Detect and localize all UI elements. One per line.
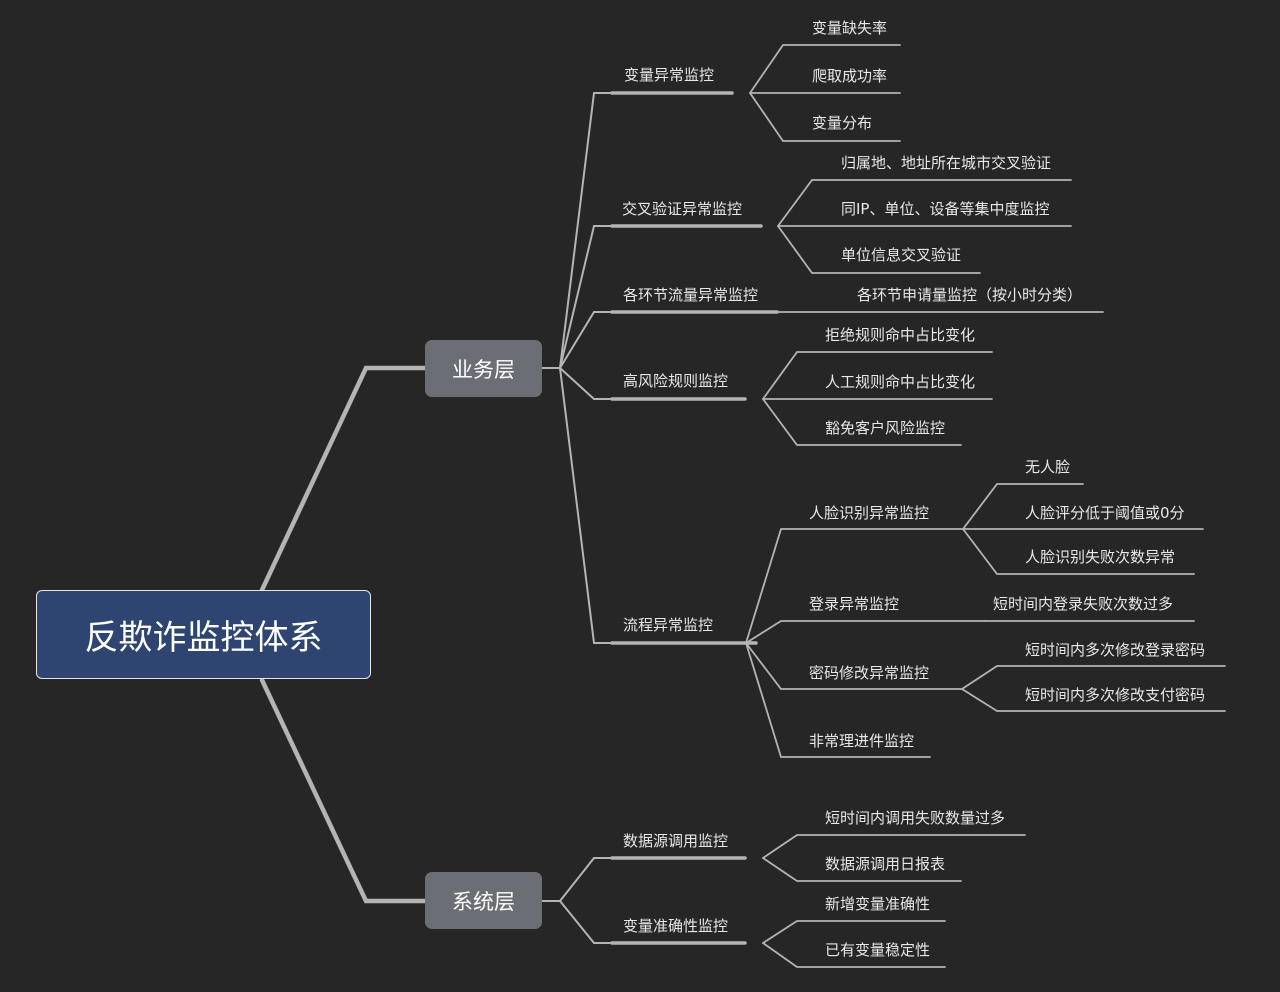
branch-connector	[762, 857, 962, 882]
layer-connector	[559, 367, 613, 644]
subgroup-node[interactable]: 人脸识别异常监控	[809, 504, 930, 522]
group-node[interactable]: 变量异常监控	[624, 66, 715, 84]
root-connector	[259, 677, 428, 904]
leaf-node[interactable]: 人脸评分低于阈值或0分	[1025, 504, 1185, 522]
branch-connector	[749, 44, 901, 94]
group-node[interactable]: 流程异常监控	[623, 616, 714, 634]
layer-connector	[559, 92, 613, 369]
layer-node-business[interactable]: 业务层	[425, 340, 542, 397]
layer-connector	[559, 367, 613, 400]
leaf-node[interactable]: 人脸识别失败次数异常	[1025, 548, 1176, 566]
leaf-node[interactable]: 短时间内多次修改登录密码	[1025, 641, 1206, 659]
leaf-node[interactable]: 人工规则命中占比变化	[825, 373, 976, 391]
group-node[interactable]: 高风险规则监控	[623, 372, 729, 390]
branch-connector	[961, 665, 1226, 690]
group-node[interactable]: 交叉验证异常监控	[622, 200, 743, 218]
leaf-node[interactable]: 无人脸	[1025, 458, 1071, 476]
leaf-node[interactable]: 拒绝规则命中占比变化	[825, 326, 976, 344]
leaf-node[interactable]: 变量分布	[812, 114, 873, 132]
leaf-node[interactable]: 各环节申请量监控（按小时分类）	[857, 286, 1083, 304]
leaf-node[interactable]: 豁免客户风险监控	[825, 419, 946, 437]
branch-connector	[777, 179, 1072, 227]
layer-connector	[559, 311, 613, 369]
leaf-node[interactable]: 归属地、地址所在城市交叉验证	[841, 154, 1052, 172]
branch-connector	[749, 92, 901, 142]
layer-node-system[interactable]: 系统层	[425, 872, 542, 929]
leaf-node[interactable]: 单位信息交叉验证	[841, 246, 962, 264]
branch-connector	[777, 225, 981, 274]
branch-connector	[762, 398, 962, 446]
leaf-node[interactable]: 爬取成功率	[812, 67, 888, 85]
branch-connector	[762, 942, 946, 968]
leaf-node[interactable]: 变量缺失率	[812, 19, 888, 37]
layer-connector	[559, 225, 613, 369]
branch-connector	[762, 351, 993, 400]
leaf-node[interactable]: 短时间内多次修改支付密码	[1025, 686, 1206, 704]
leaf-node[interactable]: 短时间内调用失败数量过多	[825, 809, 1006, 827]
layer-connector	[559, 857, 613, 902]
group-node[interactable]: 各环节流量异常监控	[623, 286, 759, 304]
branch-connector	[745, 642, 963, 690]
group-node[interactable]: 数据源调用监控	[623, 832, 729, 850]
branch-connector	[762, 834, 1026, 859]
layer-connector	[559, 900, 613, 944]
subgroup-node[interactable]: 密码修改异常监控	[809, 664, 930, 682]
branch-connector	[762, 920, 946, 944]
root-node[interactable]: 反欺诈监控体系	[36, 590, 371, 679]
leaf-node[interactable]: 短时间内登录失败次数过多	[993, 595, 1174, 613]
branch-connector	[962, 483, 1084, 530]
leaf-node[interactable]: 新增变量准确性	[825, 895, 931, 913]
root-connector	[259, 365, 428, 593]
subgroup-node[interactable]: 非常理进件监控	[809, 732, 915, 750]
branch-connector	[745, 528, 963, 644]
leaf-node[interactable]: 数据源调用日报表	[825, 855, 946, 873]
leaf-node[interactable]: 已有变量稳定性	[825, 941, 931, 959]
group-node[interactable]: 变量准确性监控	[623, 917, 729, 935]
subgroup-node[interactable]: 登录异常监控	[809, 595, 900, 613]
branch-connector	[745, 620, 986, 644]
branch-connector	[745, 642, 931, 758]
branch-connector	[962, 528, 1195, 575]
leaf-node[interactable]: 同IP、单位、设备等集中度监控	[841, 200, 1050, 218]
branch-connector	[961, 688, 1226, 712]
